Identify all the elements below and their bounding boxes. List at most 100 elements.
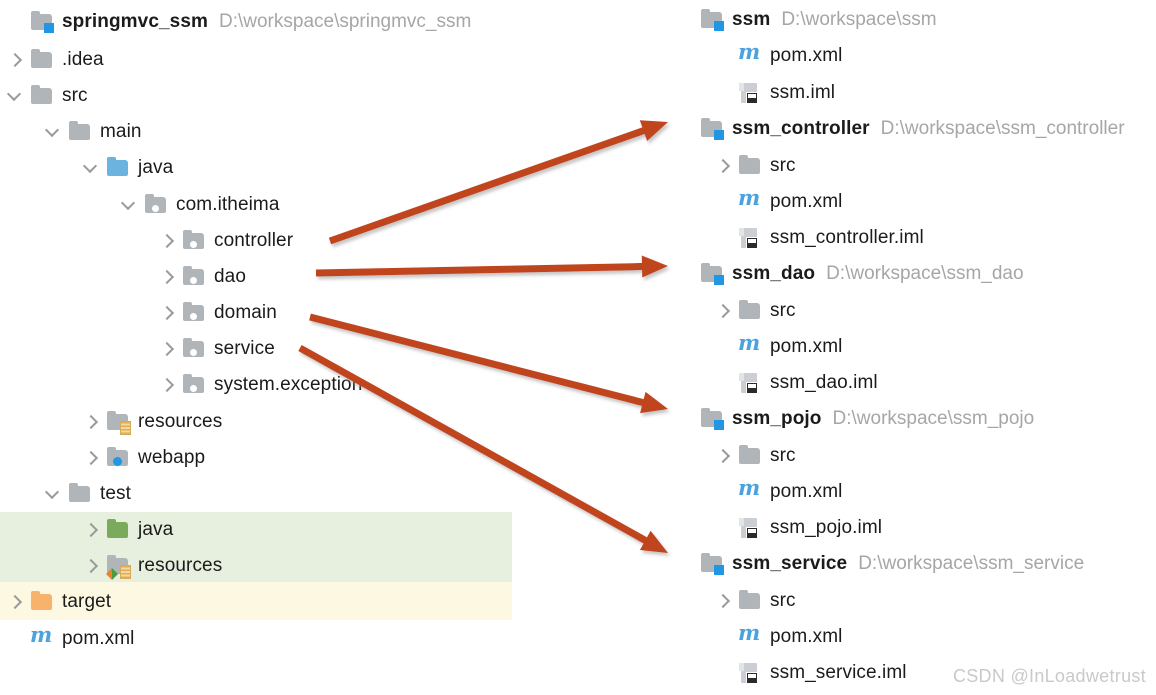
- left-tree-item-src[interactable]: src: [6, 78, 88, 114]
- webapp-folder-icon: [106, 447, 130, 469]
- tree-item-path: D:\workspace\ssm_controller: [880, 118, 1125, 139]
- chevron-right-icon[interactable]: [6, 593, 24, 611]
- tree-item-label: src: [770, 300, 796, 321]
- chevron-placeholder: [676, 555, 694, 573]
- package-folder-icon: [182, 338, 206, 360]
- tree-item-label: ssm_pojo: [732, 408, 822, 429]
- source-folder-icon: [106, 157, 130, 179]
- chevron-right-icon[interactable]: [158, 340, 176, 358]
- maven-file-icon: m: [738, 620, 761, 645]
- package-folder-icon: [182, 230, 206, 252]
- tree-item-label: ssm.iml: [770, 82, 836, 103]
- left-tree-item-service[interactable]: service: [158, 331, 275, 367]
- right-tree-item-src[interactable]: src: [714, 148, 796, 184]
- left-tree-item-java[interactable]: java: [82, 512, 173, 548]
- tree-item-label: ssm: [732, 9, 771, 30]
- left-tree-item-resources[interactable]: resources: [82, 404, 222, 440]
- left-tree-item-domain[interactable]: domain: [158, 295, 277, 331]
- tree-item-label: pom.xml: [770, 336, 843, 357]
- iml-file-icon: [738, 372, 762, 394]
- left-tree-item-dao[interactable]: dao: [158, 259, 246, 295]
- chevron-down-icon[interactable]: [44, 485, 62, 503]
- module-folder-icon: [700, 408, 724, 430]
- tree-item-label: ssm_controller.iml: [770, 227, 924, 248]
- left-tree-item-webapp[interactable]: webapp: [82, 440, 205, 476]
- right-tree-item-ssm-iml[interactable]: ssm.iml: [714, 75, 835, 111]
- tree-item-path: D:\workspace\ssm: [781, 9, 937, 30]
- test-resources-folder-icon: [106, 555, 131, 580]
- tree-item-label: pom.xml: [62, 628, 135, 649]
- chevron-placeholder: [714, 338, 732, 356]
- tree-item-label: service: [214, 338, 275, 359]
- iml-file-icon: [738, 227, 762, 249]
- tree-item-label: pom.xml: [770, 626, 843, 647]
- right-tree-item-ssm-pojo-iml[interactable]: ssm_pojo.iml: [714, 510, 882, 546]
- chevron-right-icon[interactable]: [82, 413, 100, 431]
- chevron-placeholder: [6, 13, 24, 31]
- right-tree-item-ssm[interactable]: ssm D:\workspace\ssm: [676, 2, 937, 38]
- left-tree-item-java[interactable]: java: [82, 150, 173, 186]
- chevron-right-icon[interactable]: [714, 447, 732, 465]
- chevron-right-icon[interactable]: [714, 302, 732, 320]
- chevron-right-icon[interactable]: [158, 232, 176, 250]
- excluded-target-highlight: [0, 582, 512, 620]
- chevron-right-icon[interactable]: [714, 157, 732, 175]
- right-tree-item-ssm-controller-iml[interactable]: ssm_controller.iml: [714, 220, 924, 256]
- chevron-placeholder: [714, 193, 732, 211]
- left-tree-item--idea[interactable]: .idea: [6, 42, 104, 78]
- right-tree-item-src[interactable]: src: [714, 293, 796, 329]
- right-tree-item-pom-xml[interactable]: m pom.xml: [714, 329, 843, 365]
- left-tree-item-springmvc-ssm[interactable]: springmvc_ssm D:\workspace\springmvc_ssm: [6, 4, 471, 40]
- module-folder-icon: [700, 263, 724, 285]
- chevron-down-icon[interactable]: [44, 123, 62, 141]
- left-tree-item-main[interactable]: main: [44, 114, 142, 150]
- maven-file-icon: m: [738, 330, 761, 355]
- chevron-right-icon[interactable]: [82, 449, 100, 467]
- chevron-down-icon[interactable]: [6, 87, 24, 105]
- chevron-placeholder: [714, 628, 732, 646]
- chevron-right-icon[interactable]: [158, 376, 176, 394]
- chevron-down-icon[interactable]: [82, 159, 100, 177]
- folder-icon: [738, 300, 762, 322]
- module-folder-icon: [700, 118, 724, 140]
- chevron-right-icon[interactable]: [714, 592, 732, 610]
- tree-item-label: springmvc_ssm: [62, 11, 208, 32]
- right-tree-item-pom-xml[interactable]: m pom.xml: [714, 619, 843, 655]
- chevron-right-icon[interactable]: [6, 51, 24, 69]
- tree-item-label: ssm_service: [732, 553, 848, 574]
- module-folder-icon: [700, 9, 724, 31]
- chevron-right-icon[interactable]: [82, 521, 100, 539]
- folder-icon: [738, 590, 762, 612]
- right-tree-item-ssm-service-iml[interactable]: ssm_service.iml: [714, 655, 907, 691]
- right-tree-item-ssm-service[interactable]: ssm_service D:\workspace\ssm_service: [676, 546, 1084, 582]
- tree-item-path: D:\workspace\ssm_dao: [826, 263, 1024, 284]
- tree-item-label: resources: [138, 411, 223, 432]
- left-tree-item-target[interactable]: target: [6, 584, 111, 620]
- left-tree-item-com-itheima[interactable]: com.itheima: [120, 187, 280, 223]
- chevron-right-icon[interactable]: [82, 557, 100, 575]
- right-tree-item-ssm-dao-iml[interactable]: ssm_dao.iml: [714, 365, 878, 401]
- tree-item-label: domain: [214, 302, 277, 323]
- chevron-down-icon[interactable]: [120, 196, 138, 214]
- tree-item-path: D:\workspace\ssm_service: [858, 553, 1085, 574]
- left-tree-item-system-exception[interactable]: system.exception: [158, 367, 362, 403]
- chevron-right-icon[interactable]: [158, 304, 176, 322]
- tree-item-path: D:\workspace\springmvc_ssm: [218, 11, 472, 32]
- chevron-right-icon[interactable]: [158, 268, 176, 286]
- right-tree-item-src[interactable]: src: [714, 583, 796, 619]
- tree-item-label: ssm_dao.iml: [770, 372, 878, 393]
- tree-item-label: dao: [214, 266, 247, 287]
- chevron-placeholder: [714, 84, 732, 102]
- left-tree-item-test[interactable]: test: [44, 476, 131, 512]
- right-tree-item-src[interactable]: src: [714, 438, 796, 474]
- chevron-placeholder: [714, 47, 732, 65]
- left-tree-item-controller[interactable]: controller: [158, 223, 293, 259]
- left-tree-item-resources[interactable]: resources: [82, 548, 222, 584]
